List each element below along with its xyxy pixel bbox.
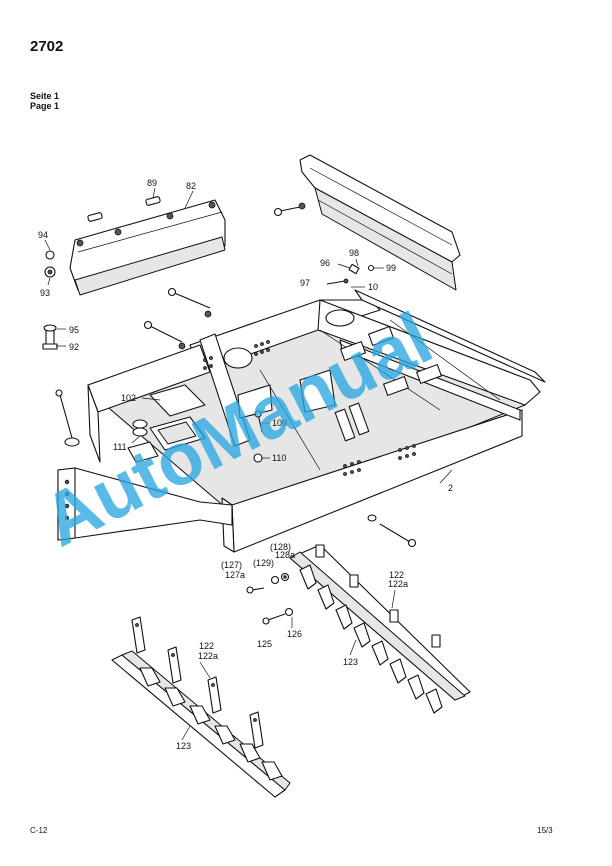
callout-labels: 89 82 94 93 95 92 98 96 99 97 10 102 111… bbox=[38, 178, 453, 751]
callout-128-paren: (128) bbox=[270, 542, 291, 552]
clip-89 bbox=[87, 196, 161, 222]
callout-122a-left: 122a bbox=[198, 651, 218, 661]
bolt-109 bbox=[254, 410, 270, 433]
callout-82: 82 bbox=[186, 181, 196, 191]
leader-123-left bbox=[181, 725, 191, 741]
leader-2 bbox=[439, 469, 453, 484]
nut-111 bbox=[131, 419, 148, 444]
page-label-english: Page 1 bbox=[30, 101, 60, 111]
leader-123-right bbox=[349, 639, 357, 656]
callout-89: 89 bbox=[147, 178, 157, 188]
leader-122-right bbox=[391, 589, 396, 609]
bolt-92 bbox=[42, 327, 66, 350]
knife-bar-123-left bbox=[111, 616, 291, 798]
callout-110: 110 bbox=[272, 453, 286, 463]
callout-98: 98 bbox=[349, 248, 359, 258]
nut-110 bbox=[253, 453, 270, 463]
mount-tabs-right bbox=[315, 544, 441, 648]
main-frame-2 bbox=[87, 289, 546, 553]
callout-93: 93 bbox=[40, 288, 50, 298]
knife-teeth-left bbox=[139, 667, 283, 781]
callout-2: 2 bbox=[448, 483, 453, 493]
leader-122-left bbox=[199, 661, 211, 679]
callout-10: 10 bbox=[368, 282, 378, 292]
leader-96 bbox=[337, 263, 351, 269]
clip-96 bbox=[348, 263, 360, 275]
washer-95 bbox=[43, 324, 66, 332]
callout-122-right: 122 bbox=[389, 570, 404, 580]
callout-99: 99 bbox=[386, 263, 396, 273]
leader-98 bbox=[355, 258, 359, 267]
bolt-97 bbox=[326, 278, 349, 285]
document-number: 2702 bbox=[30, 38, 64, 55]
footer-page-ref: 15/3 bbox=[537, 826, 553, 835]
bolt-top-plate bbox=[273, 202, 306, 217]
knife-bar-123-right bbox=[289, 544, 471, 714]
callout-123-left: 123 bbox=[176, 741, 191, 751]
bolt-125 bbox=[262, 613, 286, 625]
leader-82 bbox=[184, 190, 194, 209]
callout-122a-right: 122a bbox=[388, 579, 408, 589]
nut-93 bbox=[44, 266, 56, 286]
washer-94 bbox=[44, 239, 55, 260]
callout-129-paren: (129) bbox=[253, 558, 274, 568]
washer-129 bbox=[270, 575, 280, 585]
knife-teeth-right bbox=[299, 564, 443, 714]
callout-122-left: 122 bbox=[199, 641, 214, 651]
top-guard-plate bbox=[299, 154, 461, 291]
hole-pattern-rear bbox=[203, 340, 270, 370]
front-extension bbox=[57, 467, 233, 541]
front-bolt bbox=[367, 514, 417, 548]
side-bracket bbox=[334, 402, 370, 442]
callout-125: 125 bbox=[257, 639, 272, 649]
long-bolt-upper bbox=[167, 287, 212, 318]
nut-128 bbox=[280, 572, 290, 582]
hole-pattern-front bbox=[343, 444, 416, 476]
callout-126: 126 bbox=[287, 629, 302, 639]
callout-128a: 128a bbox=[275, 550, 295, 560]
plate-102 bbox=[141, 384, 206, 417]
callout-111: 111 bbox=[113, 442, 127, 452]
pin-99 bbox=[367, 264, 384, 272]
long-bolt-lower bbox=[143, 320, 186, 350]
inspection-plate bbox=[127, 416, 206, 463]
callout-127-paren: (127) bbox=[221, 560, 242, 570]
washer-126 bbox=[284, 607, 294, 628]
callout-97: 97 bbox=[300, 278, 310, 288]
mount-tabs-left bbox=[131, 616, 264, 749]
leader-89 bbox=[152, 187, 156, 199]
callout-94: 94 bbox=[38, 230, 48, 240]
footer-code: C-12 bbox=[30, 826, 48, 835]
callout-123-right: 123 bbox=[343, 657, 358, 667]
callout-96: 96 bbox=[320, 258, 330, 268]
page-label-german: Seite 1 bbox=[30, 91, 60, 101]
eye-bolt bbox=[55, 389, 80, 447]
bolt-127 bbox=[246, 586, 265, 594]
bracket-82 bbox=[69, 199, 226, 296]
callout-92: 92 bbox=[69, 342, 79, 352]
callout-95: 95 bbox=[69, 325, 79, 335]
callout-127a: 127a bbox=[225, 570, 245, 580]
callout-109: 109 bbox=[272, 418, 287, 428]
callout-102: 102 bbox=[121, 393, 136, 403]
